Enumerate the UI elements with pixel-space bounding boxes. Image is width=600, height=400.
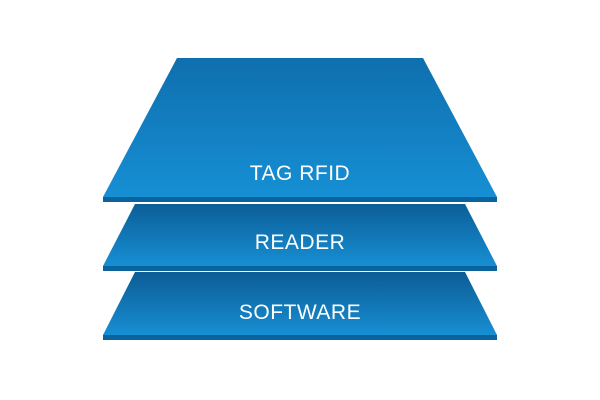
layer-software: SOFTWARE [103, 272, 497, 340]
layer-tag-rfid-label: TAG RFID [250, 162, 350, 185]
layer-tag-rfid-edge [103, 197, 497, 202]
layer-tag-rfid: TAG RFID [103, 58, 497, 202]
layer-tag-rfid-face [103, 58, 497, 197]
layer-software-edge [103, 335, 497, 340]
layer-reader-edge [103, 266, 497, 271]
layer-reader-label: READER [255, 231, 346, 254]
layer-reader-face [103, 204, 497, 266]
layer-software-face [103, 272, 497, 335]
layer-software-label: SOFTWARE [239, 301, 361, 324]
layer-reader: READER [103, 204, 497, 271]
